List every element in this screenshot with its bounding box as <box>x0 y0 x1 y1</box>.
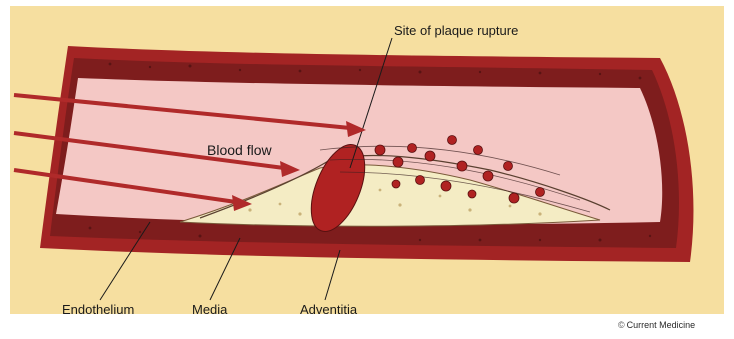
adventitia-label: Adventitia <box>300 302 357 317</box>
endothelium-label: Endothelium <box>62 302 134 317</box>
copyright-icon: © <box>618 320 625 330</box>
copyright-credit: ©Current Medicine <box>618 320 695 330</box>
rupture-label: Site of plaque rupture <box>394 23 518 38</box>
media-label: Media <box>192 302 227 317</box>
blood-flow-label: Blood flow <box>207 142 272 158</box>
credit-text: Current Medicine <box>627 320 696 330</box>
